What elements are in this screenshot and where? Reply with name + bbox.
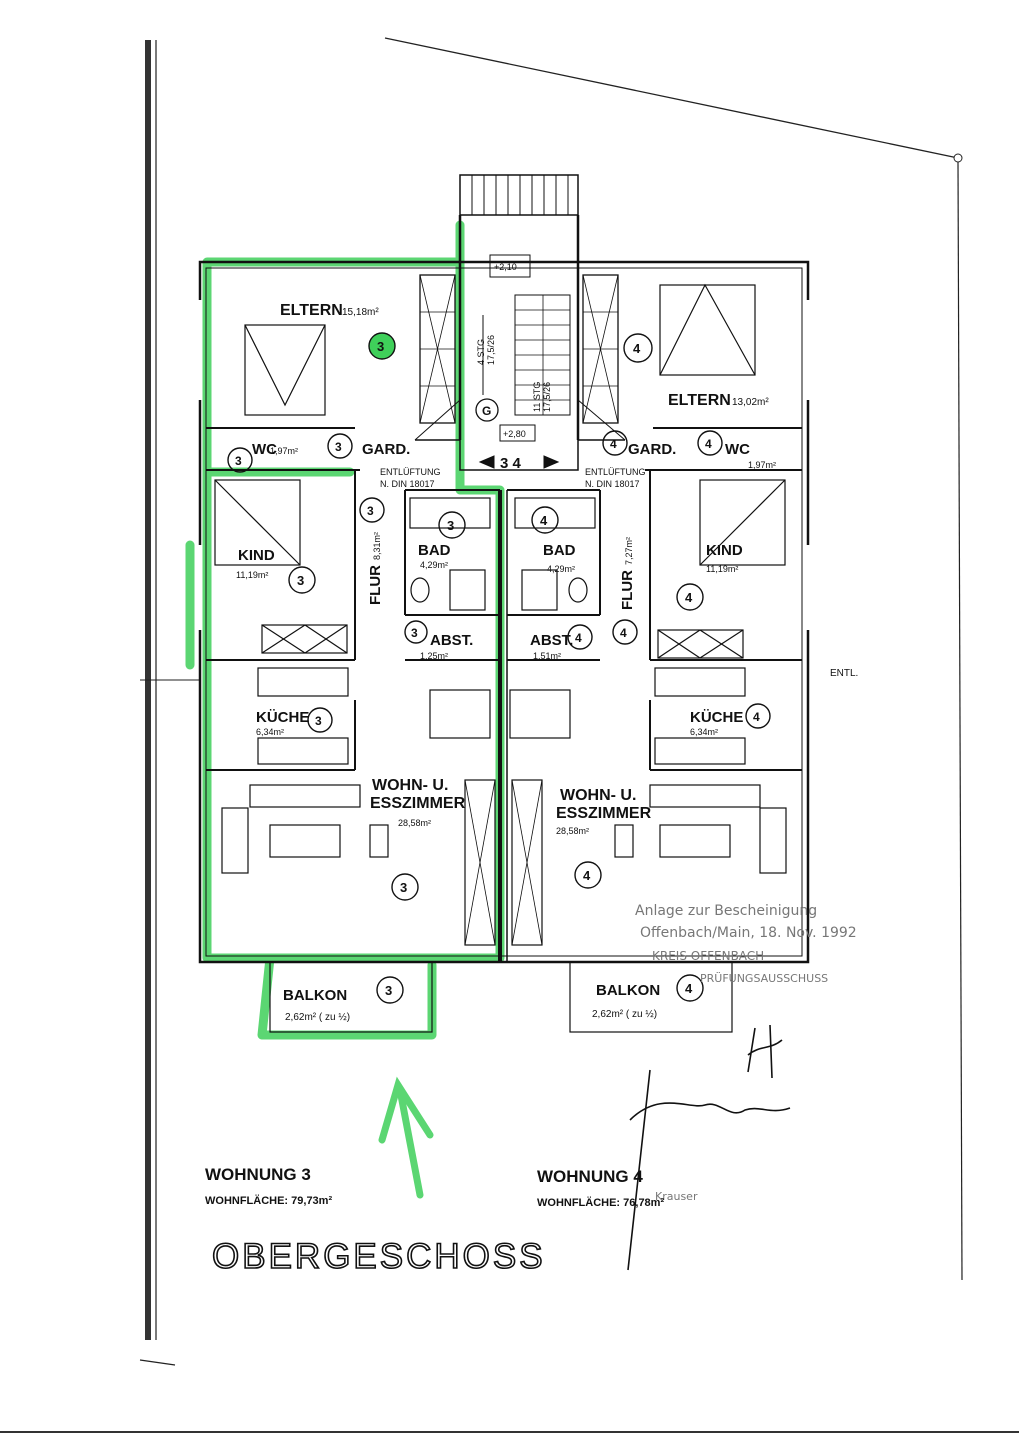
unit-3-highlight (185, 220, 505, 1040)
room-area: 11,19m² (236, 570, 268, 580)
level-mark: +2,80 (503, 429, 526, 439)
step-count: 4 STG (476, 339, 486, 365)
unit-number: 3 (400, 880, 407, 895)
unit-number: 4 (620, 626, 627, 640)
room-name: FLUR (367, 565, 384, 605)
unit-number: 3 (297, 573, 304, 588)
unit-number: 3 (447, 518, 454, 533)
room-name: FLUR (619, 570, 636, 610)
room-name: ELTERN (280, 302, 343, 319)
room-name: KÜCHE (690, 709, 743, 726)
room-area: 6,34m² (256, 727, 284, 737)
unit-area: WOHNFLÄCHE: 79,73m² (205, 1194, 332, 1207)
unit-number: 3 (335, 440, 342, 454)
room-name: ELTERN (668, 392, 731, 409)
room-name: ABST. (530, 632, 573, 649)
unit-number: 4 (705, 437, 712, 451)
room-area: 28,58m² (398, 818, 431, 828)
room-area: 1,97m² (748, 460, 776, 470)
approval-stamp: Anlage zur Bescheinigung Offenbach/Main,… (635, 903, 857, 1203)
unit-number: 4 (583, 868, 591, 883)
step-dim: 17,5/26 (542, 382, 552, 412)
room-name: ESSZIMMER (370, 795, 466, 812)
unit-area: WOHNFLÄCHE: 76,78m² (537, 1196, 664, 1209)
room-area: 1,51m² (533, 651, 561, 661)
room-name: KÜCHE (256, 709, 309, 726)
note: N. DIN 18017 (585, 479, 640, 489)
unit-number: 3 (235, 454, 242, 468)
unit-numbers: 3 4 (500, 455, 522, 472)
unit-number: 4 (633, 341, 641, 356)
site-boundary (0, 37, 1019, 1433)
unit-number: 4 (685, 981, 693, 996)
room-name: ABST. (430, 632, 473, 649)
room-name: WOHN- U. (560, 787, 636, 804)
room-area: 4,29m² (547, 564, 575, 574)
interior-walls-right (507, 274, 802, 771)
room-area: 11,19m² (706, 564, 738, 574)
room-name: WC (725, 441, 750, 458)
furniture (197, 283, 811, 1033)
room-area: 1,97m² (270, 446, 298, 456)
room-name: GARD. (628, 441, 676, 458)
room-area: 15,18m² (342, 307, 379, 318)
unit-legend: WOHNUNG 3 WOHNFLÄCHE: 79,73m² WOHNUNG 4 … (205, 1165, 664, 1209)
note: N. DIN 18017 (380, 479, 435, 489)
room-name: BALKON (283, 987, 347, 1004)
room-area: 28,58m² (556, 826, 589, 836)
unit-number: 3 (367, 504, 374, 518)
room-name: KIND (706, 542, 743, 559)
room-area: 4,29m² (420, 560, 448, 570)
step-dim: 17,5/26 (486, 335, 496, 365)
room-area: 6,34m² (690, 727, 718, 737)
unit-number: 4 (753, 710, 760, 724)
room-name: KIND (238, 547, 275, 564)
hall-mark: G (482, 404, 491, 418)
room-area: 7,27m² (624, 537, 634, 565)
unit-number: 3 (377, 339, 384, 354)
unit-number: 4 (575, 631, 582, 645)
unit-number: 4 (540, 513, 548, 528)
note: ENTLÜFTUNG (380, 467, 441, 477)
room-labels: ELTERN 15,18m² 3 ELTERN 13,02m² 4 WC 1,9… (235, 302, 776, 1023)
room-name: GARD. (362, 441, 410, 458)
unit-number: 3 (385, 983, 392, 998)
note: ENTLÜFTUNG (585, 467, 646, 477)
room-name: BAD (543, 542, 576, 559)
unit-title: WOHNUNG 3 (205, 1165, 311, 1184)
room-area: 8,31m² (372, 532, 382, 560)
room-area: 2,62m² ( zu ½) (285, 1012, 350, 1023)
unit-title: WOHNUNG 4 (537, 1167, 643, 1186)
room-area: 2,62m² ( zu ½) (592, 1009, 657, 1020)
signer-name: Krauser (655, 1190, 698, 1203)
room-name: BALKON (596, 982, 660, 999)
unit-number: 3 (411, 626, 418, 640)
level-mark: +2,10 (494, 262, 517, 272)
step-count: 11 STG (532, 382, 542, 412)
exterior-note: ENTL. (830, 668, 858, 679)
room-area: 13,02m² (732, 397, 769, 408)
stamp-line: PRÜFUNGSAUSSCHUSS (700, 972, 828, 985)
stamp-line: Anlage zur Bescheinigung (635, 903, 817, 919)
room-name: WOHN- U. (372, 777, 448, 794)
stair-labels: +2,10 +2,80 4 STG 17,5/26 11 STG 17,5/26… (476, 262, 858, 679)
unit-markers (227, 332, 771, 1004)
room-name: BAD (418, 542, 451, 559)
north-arrow (378, 1076, 434, 1199)
room-name: WC (252, 441, 277, 458)
unit-number: 3 (315, 714, 322, 728)
interior-walls-left (206, 274, 500, 771)
signature (627, 1024, 791, 1271)
stair-core (414, 174, 626, 471)
room-area: 1,25m² (420, 651, 448, 661)
stamp-line: KREIS OFFENBACH (652, 949, 764, 963)
unit-number: 4 (610, 437, 617, 451)
floor-title: OBERGESCHOSS (212, 1237, 546, 1276)
unit-number: 4 (685, 590, 693, 605)
room-name: ESSZIMMER (556, 805, 652, 822)
stamp-line: Offenbach/Main, 18. Nov. 1992 (640, 925, 857, 941)
